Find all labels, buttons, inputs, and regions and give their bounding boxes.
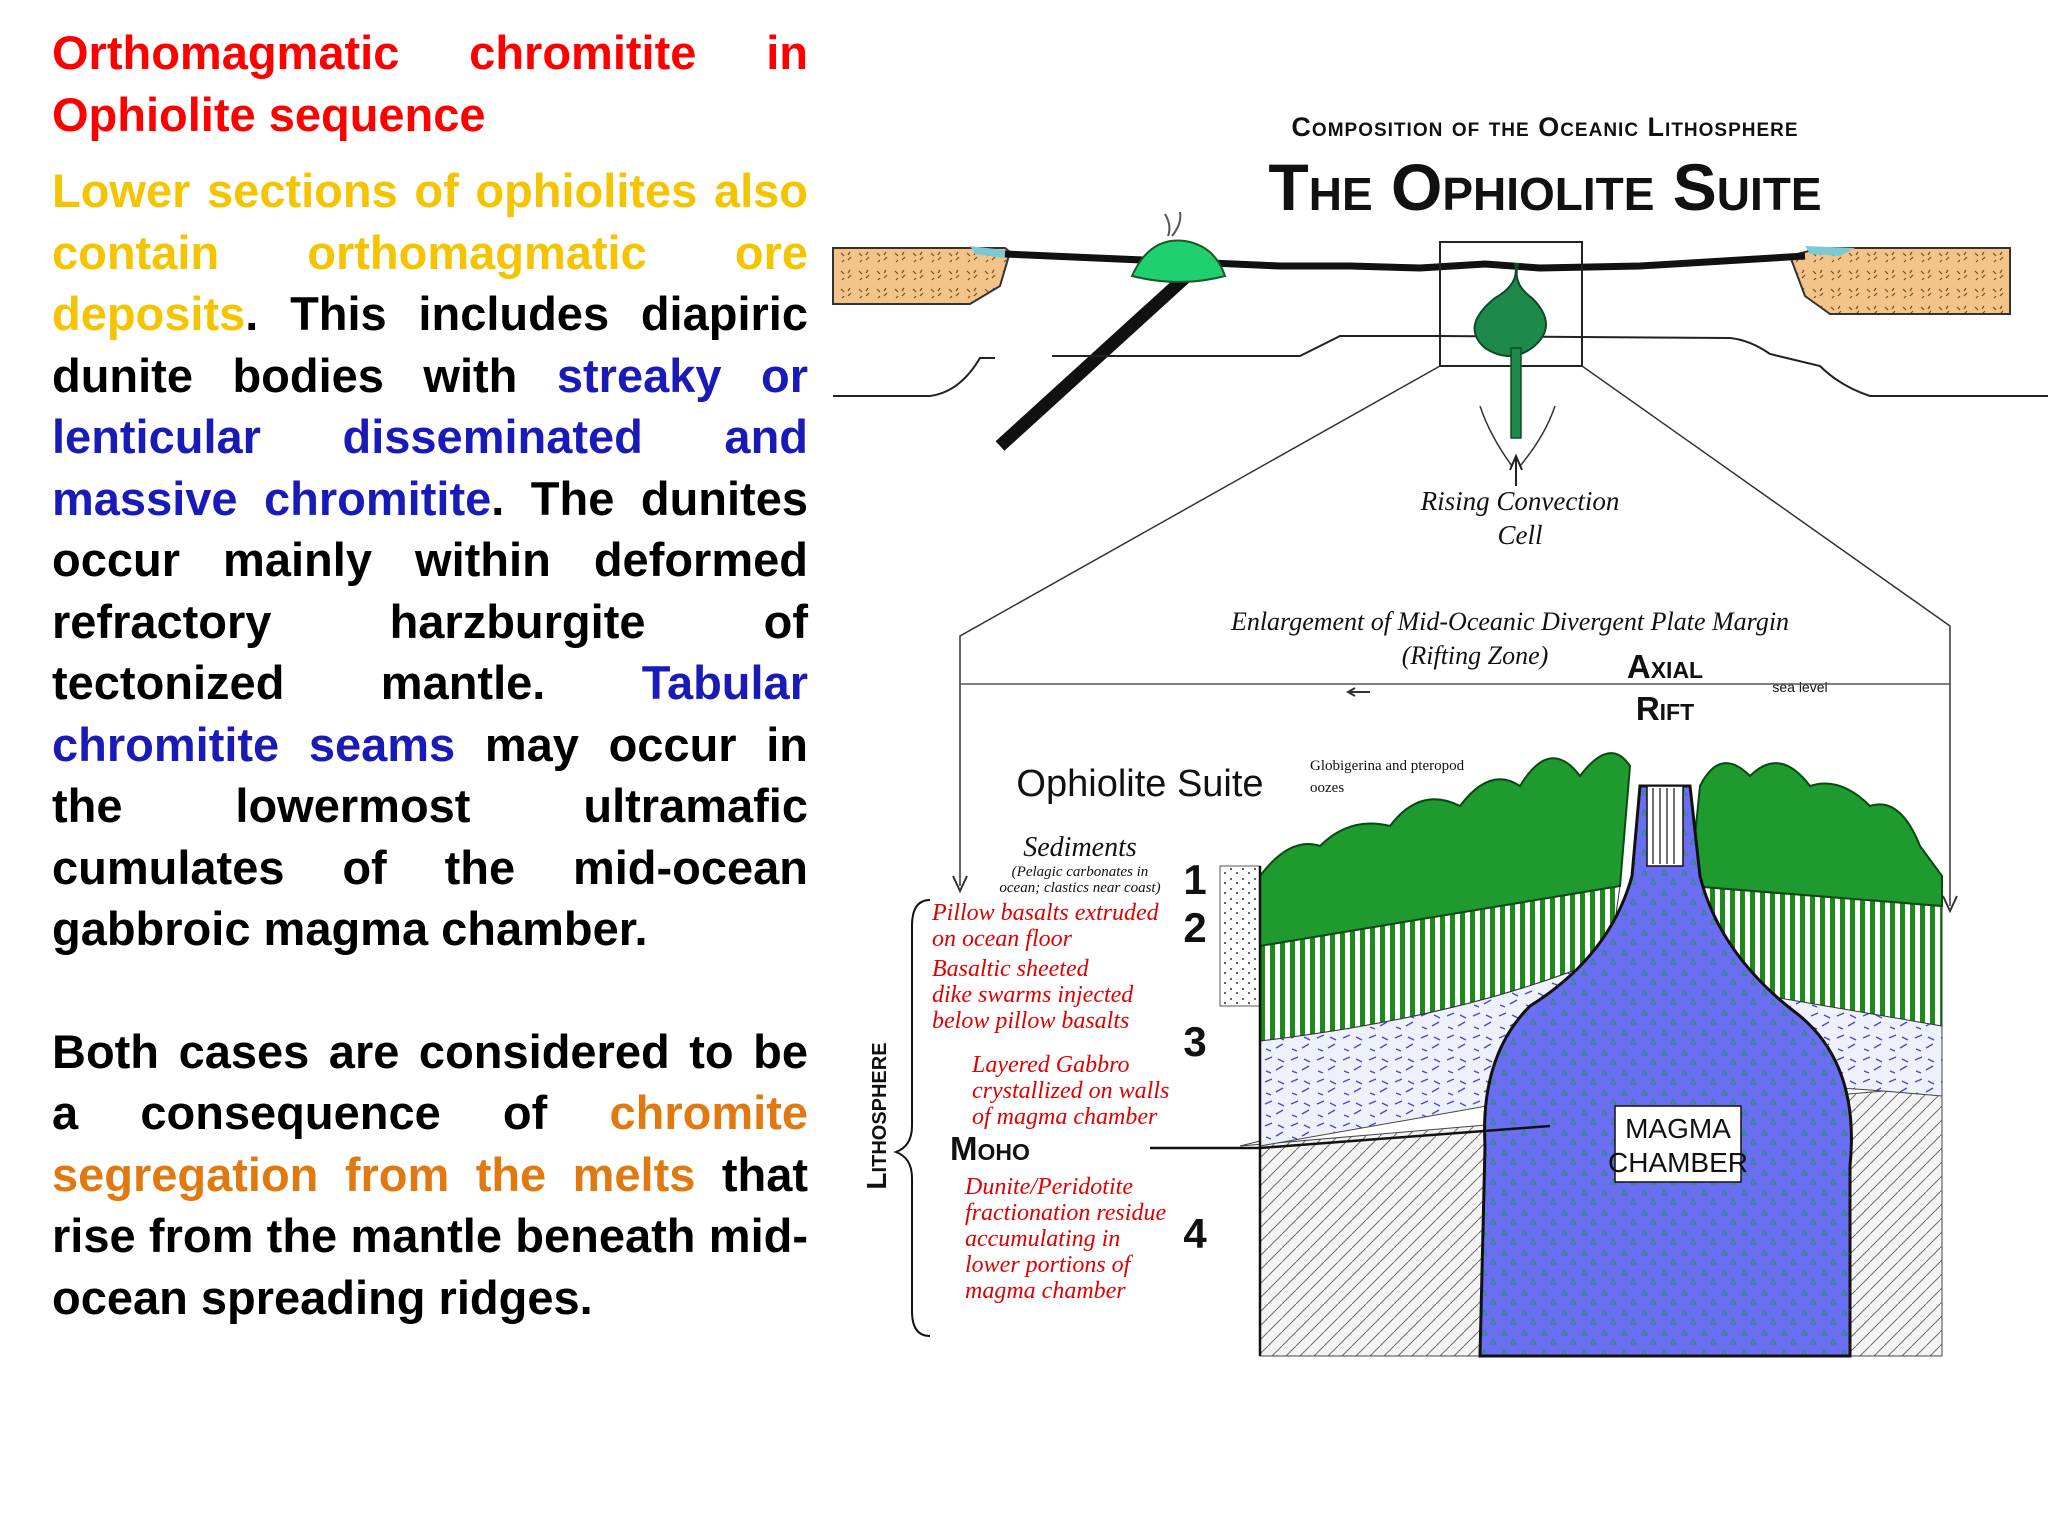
highlight-tabular: Tabular chromitite seams (52, 656, 808, 771)
oceanic-plate-line (1004, 250, 1806, 272)
pelagic-label-1: (Pelagic carbonates in (1012, 864, 1149, 880)
crust-right (1788, 247, 2011, 315)
pillow-label-1: Pillow basalts extruded (931, 900, 1160, 926)
highlight-streaky: streaky or lenticular disseminated and m… (52, 348, 808, 525)
asthenosphere-line-mid (1052, 335, 1440, 357)
moho-label: Moho (950, 1130, 1030, 1167)
convection-arrow-right (1519, 405, 1556, 467)
overview-magma-chamber (1473, 263, 1547, 357)
dunite-label-5: magma chamber (965, 1278, 1126, 1304)
crust-left (832, 247, 1012, 305)
p1-text-a: . This includes diapiric dunite bodies w… (52, 287, 808, 402)
layer-number-2: 2 (1183, 904, 1206, 951)
overview-feeder (1510, 347, 1522, 439)
cell-label: Cell (1498, 520, 1543, 550)
oozes-label: oozes (1310, 780, 1344, 796)
highlight-lower-sections: Lower sections of ophiolites also contai… (52, 164, 808, 340)
diagram-subtitle: Composition of the Oceanic Lithosphere (1291, 112, 1798, 142)
layer-number-4: 4 (1183, 1210, 1207, 1257)
layer-1-sediment-column (1219, 865, 1261, 1007)
magma-chamber (1478, 784, 1853, 1358)
axial-label: Axial (1627, 648, 1703, 685)
diagram-title: The Ophiolite Suite (1268, 150, 1821, 224)
slide-title: Orthomagmatic chromitite in Ophiolite se… (52, 26, 808, 141)
enlargement-label: Enlargement of Mid-Oceanic Divergent Pla… (1230, 607, 1789, 636)
p2-text-a: Both cases are considered to be a conseq… (52, 1024, 808, 1140)
highlight-chromite-segregation: chromite segregation from the melts (52, 1086, 808, 1201)
volcanic-arc (1130, 239, 1227, 283)
volcano-vent (1164, 211, 1182, 237)
pillow-label-2: on ocean floor (932, 926, 1073, 952)
p1-text-c: may occur in the lowermost ultramafic cu… (52, 717, 808, 956)
lithosphere-brace (893, 899, 931, 1337)
pelagic-label-2: ocean; clastics near coast) (999, 880, 1160, 896)
axial-feeder-lines (1652, 788, 1675, 864)
dunite-label-1: Dunite/Peridotite (964, 1174, 1133, 1200)
dike-label-1: Basaltic sheeted (932, 956, 1090, 982)
chamber-label: CHAMBER (1608, 1147, 1748, 1178)
paragraph-1: Lower sections of ophiolites also contai… (52, 160, 808, 960)
convection-arrow-up (1509, 453, 1523, 486)
sediments-label: Sediments (1023, 832, 1137, 863)
p1-text-b: . The dunites occur mainly within deform… (52, 471, 808, 710)
sea-level-arrow (1345, 687, 1370, 697)
dunite-label-4: lower portions of (965, 1252, 1134, 1278)
lithosphere-label: Lithosphere (861, 1042, 892, 1189)
rising-convection-label: Rising Convection (1420, 486, 1620, 516)
globigerina-label: Globigerina and pteropod (1310, 758, 1465, 774)
gabbro-label-1: Layered Gabbro (971, 1052, 1130, 1078)
projection-line-right (1581, 365, 1951, 906)
moho-line (1150, 1124, 1551, 1150)
text-column: Orthomagmatic chromitite in Ophiolite se… (52, 22, 808, 1328)
layer-pillow-basalts-left (1259, 752, 1632, 948)
paragraph-2: Both cases are considered to be a conseq… (52, 1021, 808, 1329)
magma-label-box (1614, 1105, 1742, 1183)
dunite-label-3: accumulating in (965, 1226, 1120, 1252)
dunite-label-2: fractionation residue (965, 1200, 1166, 1226)
layer-pillow-basalts-right (1688, 762, 1943, 908)
magma-label: MAGMA (1625, 1113, 1731, 1144)
rift-label: Rift (1636, 690, 1694, 727)
gabbro-label-2: crystallized on walls (972, 1078, 1169, 1104)
rifting-zone-label: (Rifting Zone) (1402, 641, 1549, 670)
asthenosphere-line-left (833, 357, 995, 397)
projection-arrow-left (952, 875, 968, 894)
sea-level-label: sea level (1772, 679, 1827, 695)
layer-number-1: 1 (1183, 856, 1206, 903)
shelf-right (1805, 246, 1855, 256)
dike-label-2: dike swarms injected (932, 982, 1134, 1008)
ophiolite-suite-label: Ophiolite Suite (1016, 763, 1263, 805)
projection-line-left (959, 365, 1441, 886)
ophiolite-diagram: Composition of the Oceanic Lithosphere T… (832, 112, 2048, 1358)
asthenosphere-line-right (1439, 335, 2048, 397)
p2-text-b: that rise from the mantle beneath mid-oc… (52, 1147, 808, 1324)
dike-label-3: below pillow basalts (932, 1008, 1129, 1034)
layer-number-3: 3 (1183, 1018, 1206, 1065)
convection-arrow-left (1479, 405, 1513, 467)
gabbro-label-3: of magma chamber (972, 1104, 1158, 1130)
projection-arrow-right (1942, 895, 1958, 914)
